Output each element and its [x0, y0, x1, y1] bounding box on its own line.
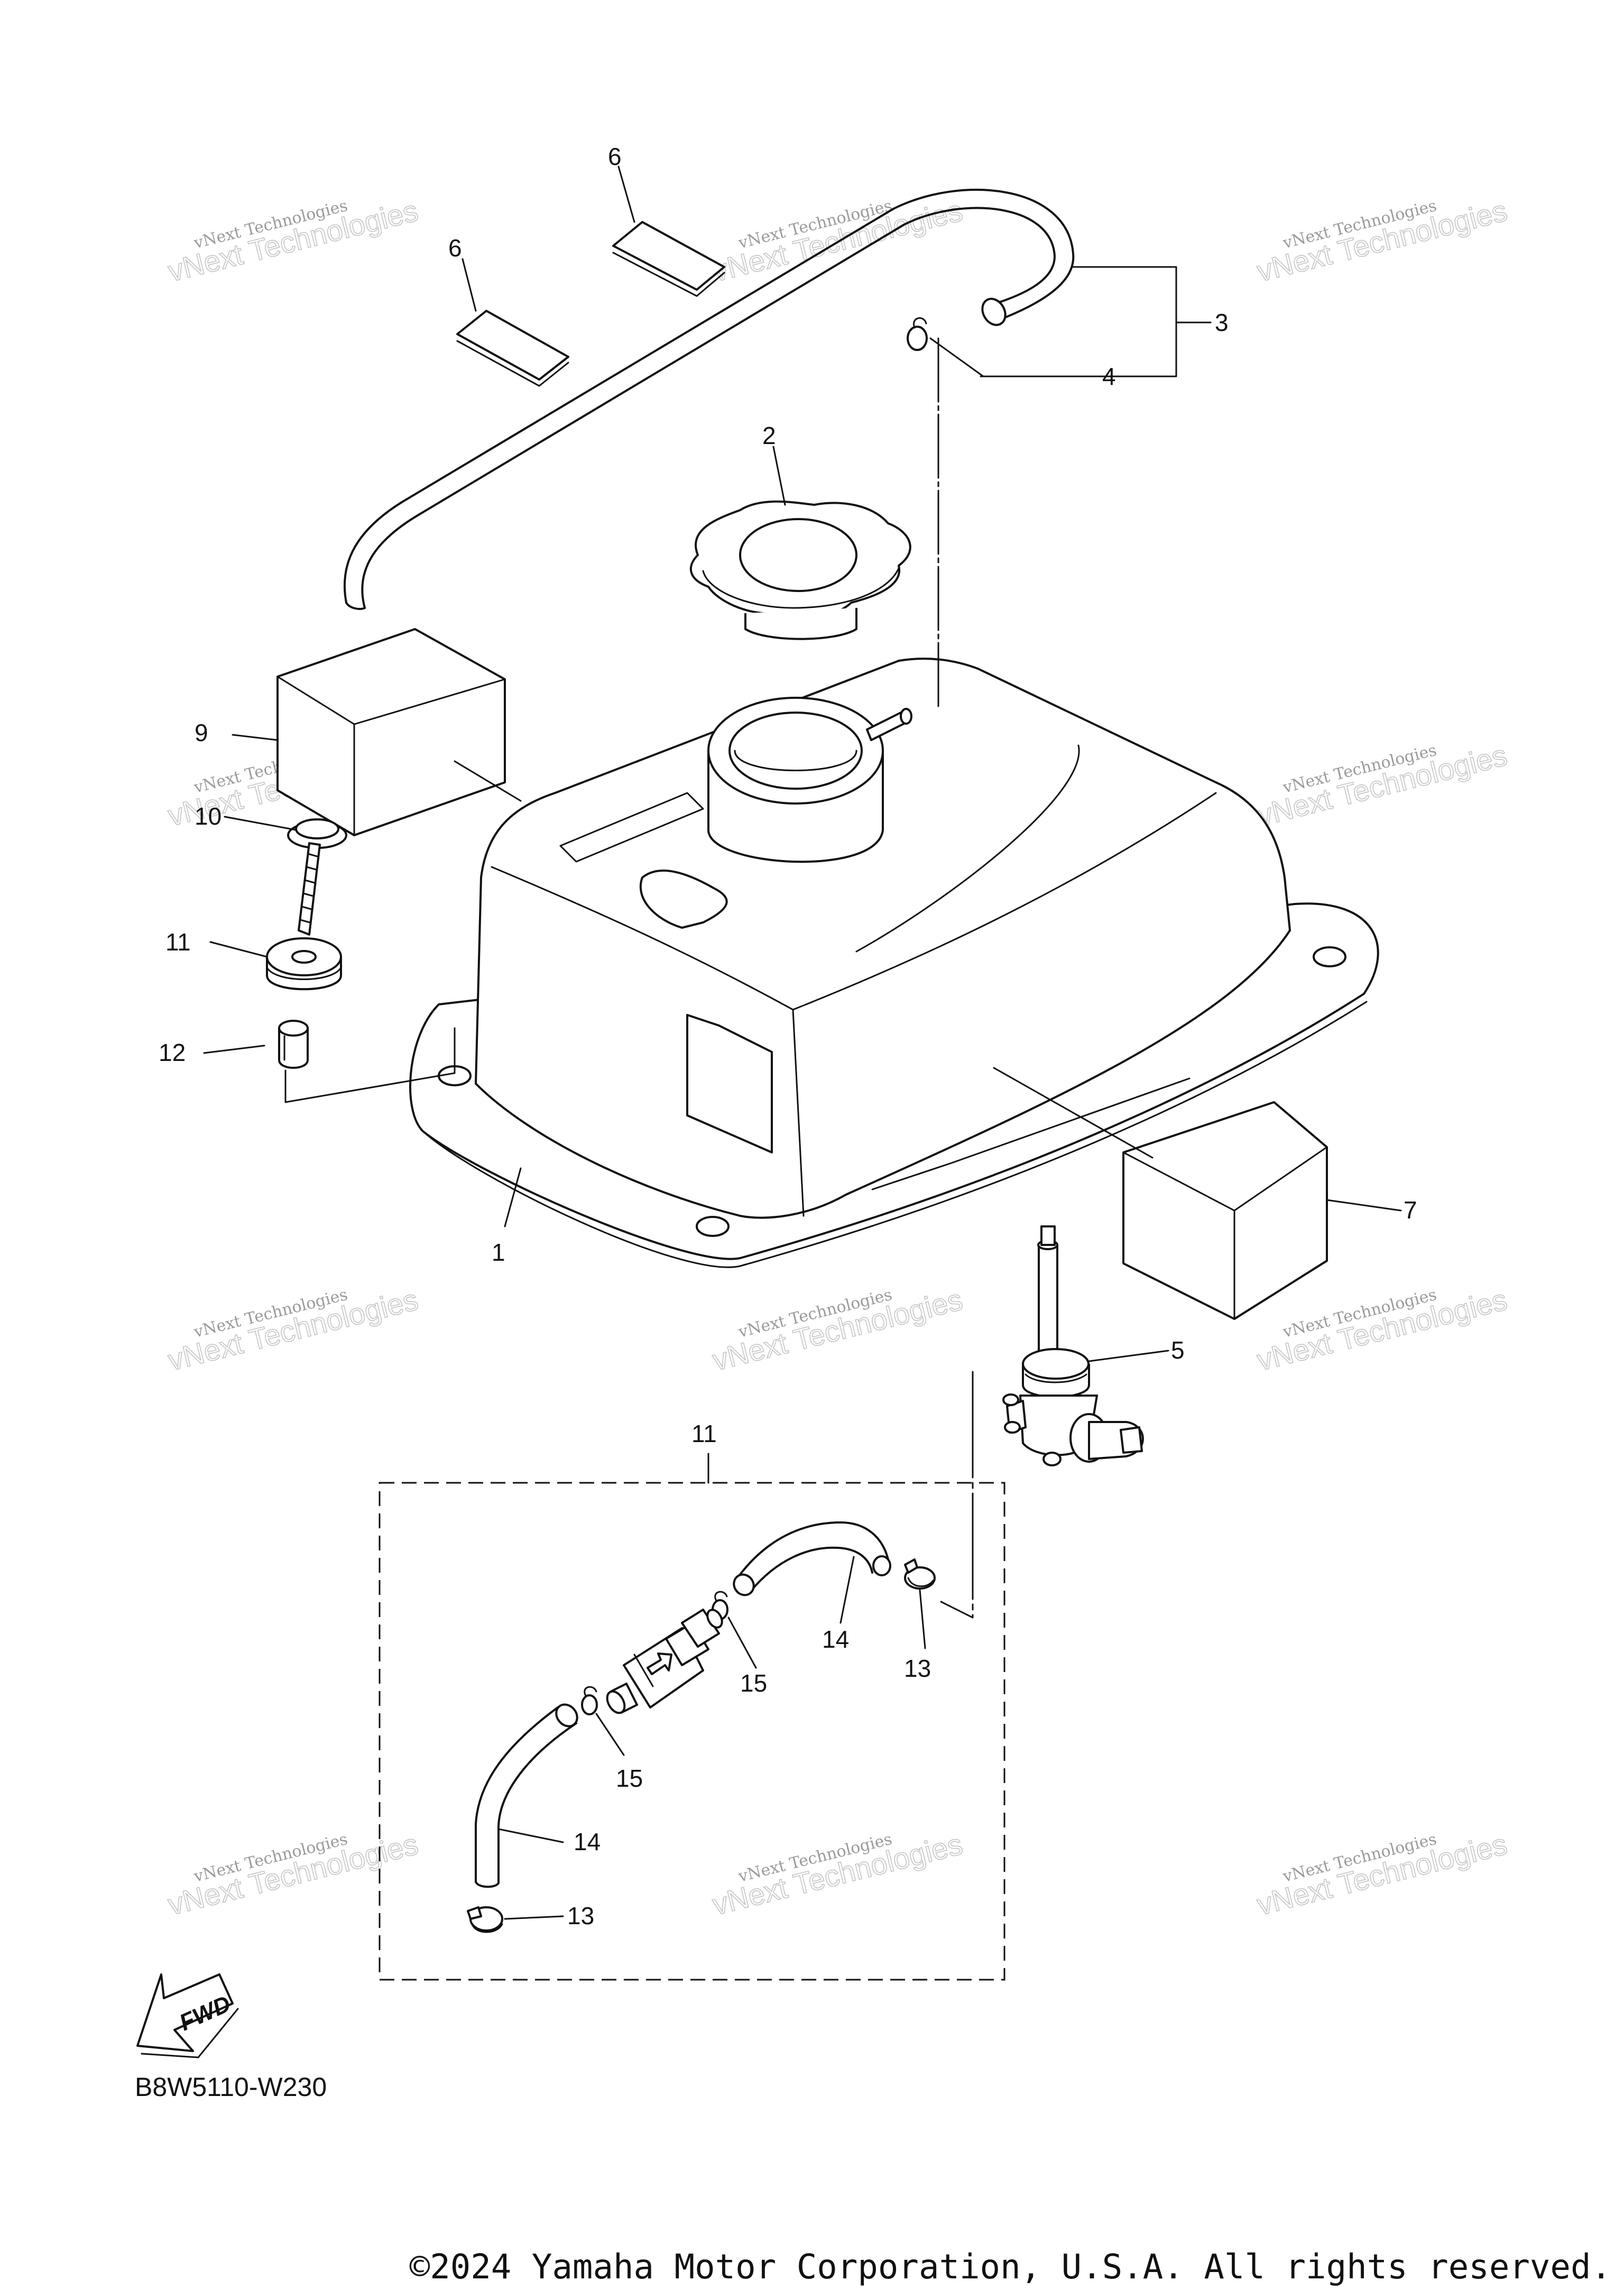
callout-label: 6 [448, 234, 462, 262]
callout-label: 14 [574, 1828, 601, 1855]
callout-label: 13 [567, 1902, 594, 1929]
watermark: vNext Technologies vNext Technologies [1253, 738, 1511, 833]
label-part-8[interactable] [276, 628, 522, 836]
diagram-code: B8W5110-W230 [135, 2072, 327, 2102]
callout-label: 1 [492, 1239, 505, 1266]
callout-label: 7 [1404, 1196, 1417, 1224]
callout-label: 4 [1102, 363, 1116, 390]
copyright-notice: ©2024 Yamaha Motor Corporation, U.S.A. A… [410, 2248, 1611, 2287]
hose-clamp-part-13-lower[interactable] [467, 1906, 503, 1933]
bolt-part-9[interactable] [287, 818, 347, 936]
leader-lines [203, 165, 1402, 1920]
fuel-hose-part-14-upper[interactable] [730, 1521, 891, 1599]
fuel-cock-part-5[interactable] [1002, 1225, 1144, 1466]
callout-labels: 6 6 3 4 2 9 10 11 12 1 7 5 11 14 13 15 1… [159, 143, 1417, 1929]
grommet-part-10[interactable] [266, 937, 342, 991]
watermark: vNext Technologies vNext Technologies [164, 193, 422, 289]
callout-label: 6 [608, 143, 622, 170]
callout-label: 13 [904, 1655, 931, 1682]
clip-part-15-lower[interactable] [581, 1686, 598, 1715]
callout-label: 11 [165, 928, 191, 956]
fuel-hose-part-14-lower[interactable] [475, 1701, 582, 1888]
callout-label: 12 [159, 1039, 186, 1066]
pad-part-6-upper[interactable] [612, 221, 725, 297]
pad-part-6-lower[interactable] [456, 310, 569, 387]
callout-label: 14 [822, 1626, 849, 1653]
breather-hose-part-3[interactable] [343, 189, 1075, 610]
callout-label: 11 [691, 1420, 717, 1447]
collar-part-11[interactable] [278, 1020, 309, 1069]
callout-label: 10 [195, 802, 222, 830]
callout-label: 3 [1215, 309, 1229, 336]
hose-clamp-part-13-upper[interactable] [904, 1558, 936, 1590]
label-part-7[interactable] [993, 1067, 1328, 1320]
callout-label: 2 [762, 422, 776, 449]
fuel-filter[interactable] [604, 1607, 725, 1716]
fuel-tank-part-1[interactable] [409, 658, 1379, 1268]
callout-label: 15 [740, 1669, 767, 1697]
callout-label: 5 [1171, 1336, 1185, 1364]
clip-part-4[interactable] [907, 317, 928, 351]
watermark: vNext Technologies vNext Technologies [709, 1827, 966, 1922]
watermark: vNext Technologies vNext Technologies [709, 1282, 966, 1378]
watermark: vNext Technologies vNext Technologies [1253, 193, 1511, 289]
forward-direction-arrow[interactable]: FWD [136, 1973, 239, 2058]
callout-label: 9 [195, 719, 208, 746]
fuel-filter-kit-boundary [379, 1482, 1005, 1981]
filler-cap-part-2[interactable] [689, 500, 911, 640]
callout-label: 15 [616, 1765, 643, 1792]
watermark: vNext Technologies vNext Technologies [1253, 1827, 1511, 1922]
watermark: vNext Technologies vNext Technologies [164, 1827, 422, 1922]
watermark: vNext Technologies vNext Technologies [164, 1282, 422, 1378]
